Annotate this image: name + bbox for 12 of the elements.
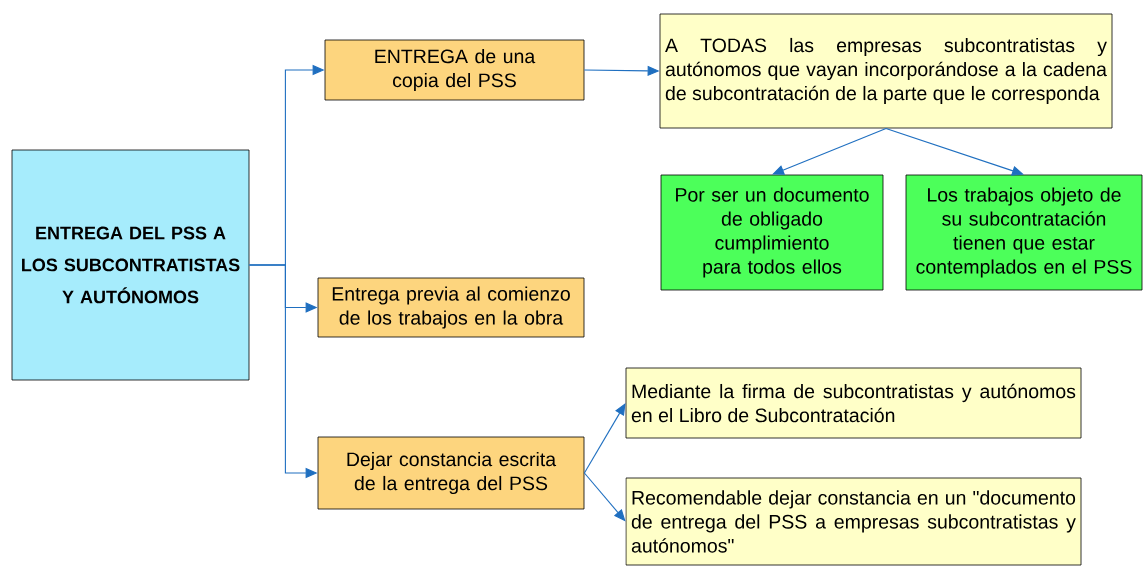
arrow [583, 403, 626, 474]
note-box: A TODAS las empresas subcontratistas y autónomos que vayan incorporándose a la cadena de subcontratación de la parte que le corresponda [659, 13, 1113, 129]
process-box: Dejar constancia escrita de la entrega del PSS [317, 436, 585, 510]
arrow [885, 127, 1024, 176]
process-box: ENTREGA de una copia del PSS [324, 39, 585, 101]
note-box: Mediante la firma de subcontratistas y autónomos en el Libro de Subcontratación [625, 367, 1082, 439]
topic-box: ENTREGA DEL PSS A LOS SUBCONTRATISTAS Y AUTÓNOMOS [11, 149, 250, 381]
reason-box: Por ser un documento de obligado cumplimiento para todos ellos [660, 174, 884, 291]
note-box: Recomendable dejar constancia en un "documento de entrega del PSS a empresas subcontratistas y autónomos" [625, 477, 1082, 566]
reason-box: Los trabajos objeto de su subcontratación tienen que estar contemplados en el PSS [905, 174, 1143, 291]
arrow [772, 127, 887, 175]
process-box: Entrega previa al comienzo de los trabajos en la obra [317, 277, 585, 338]
